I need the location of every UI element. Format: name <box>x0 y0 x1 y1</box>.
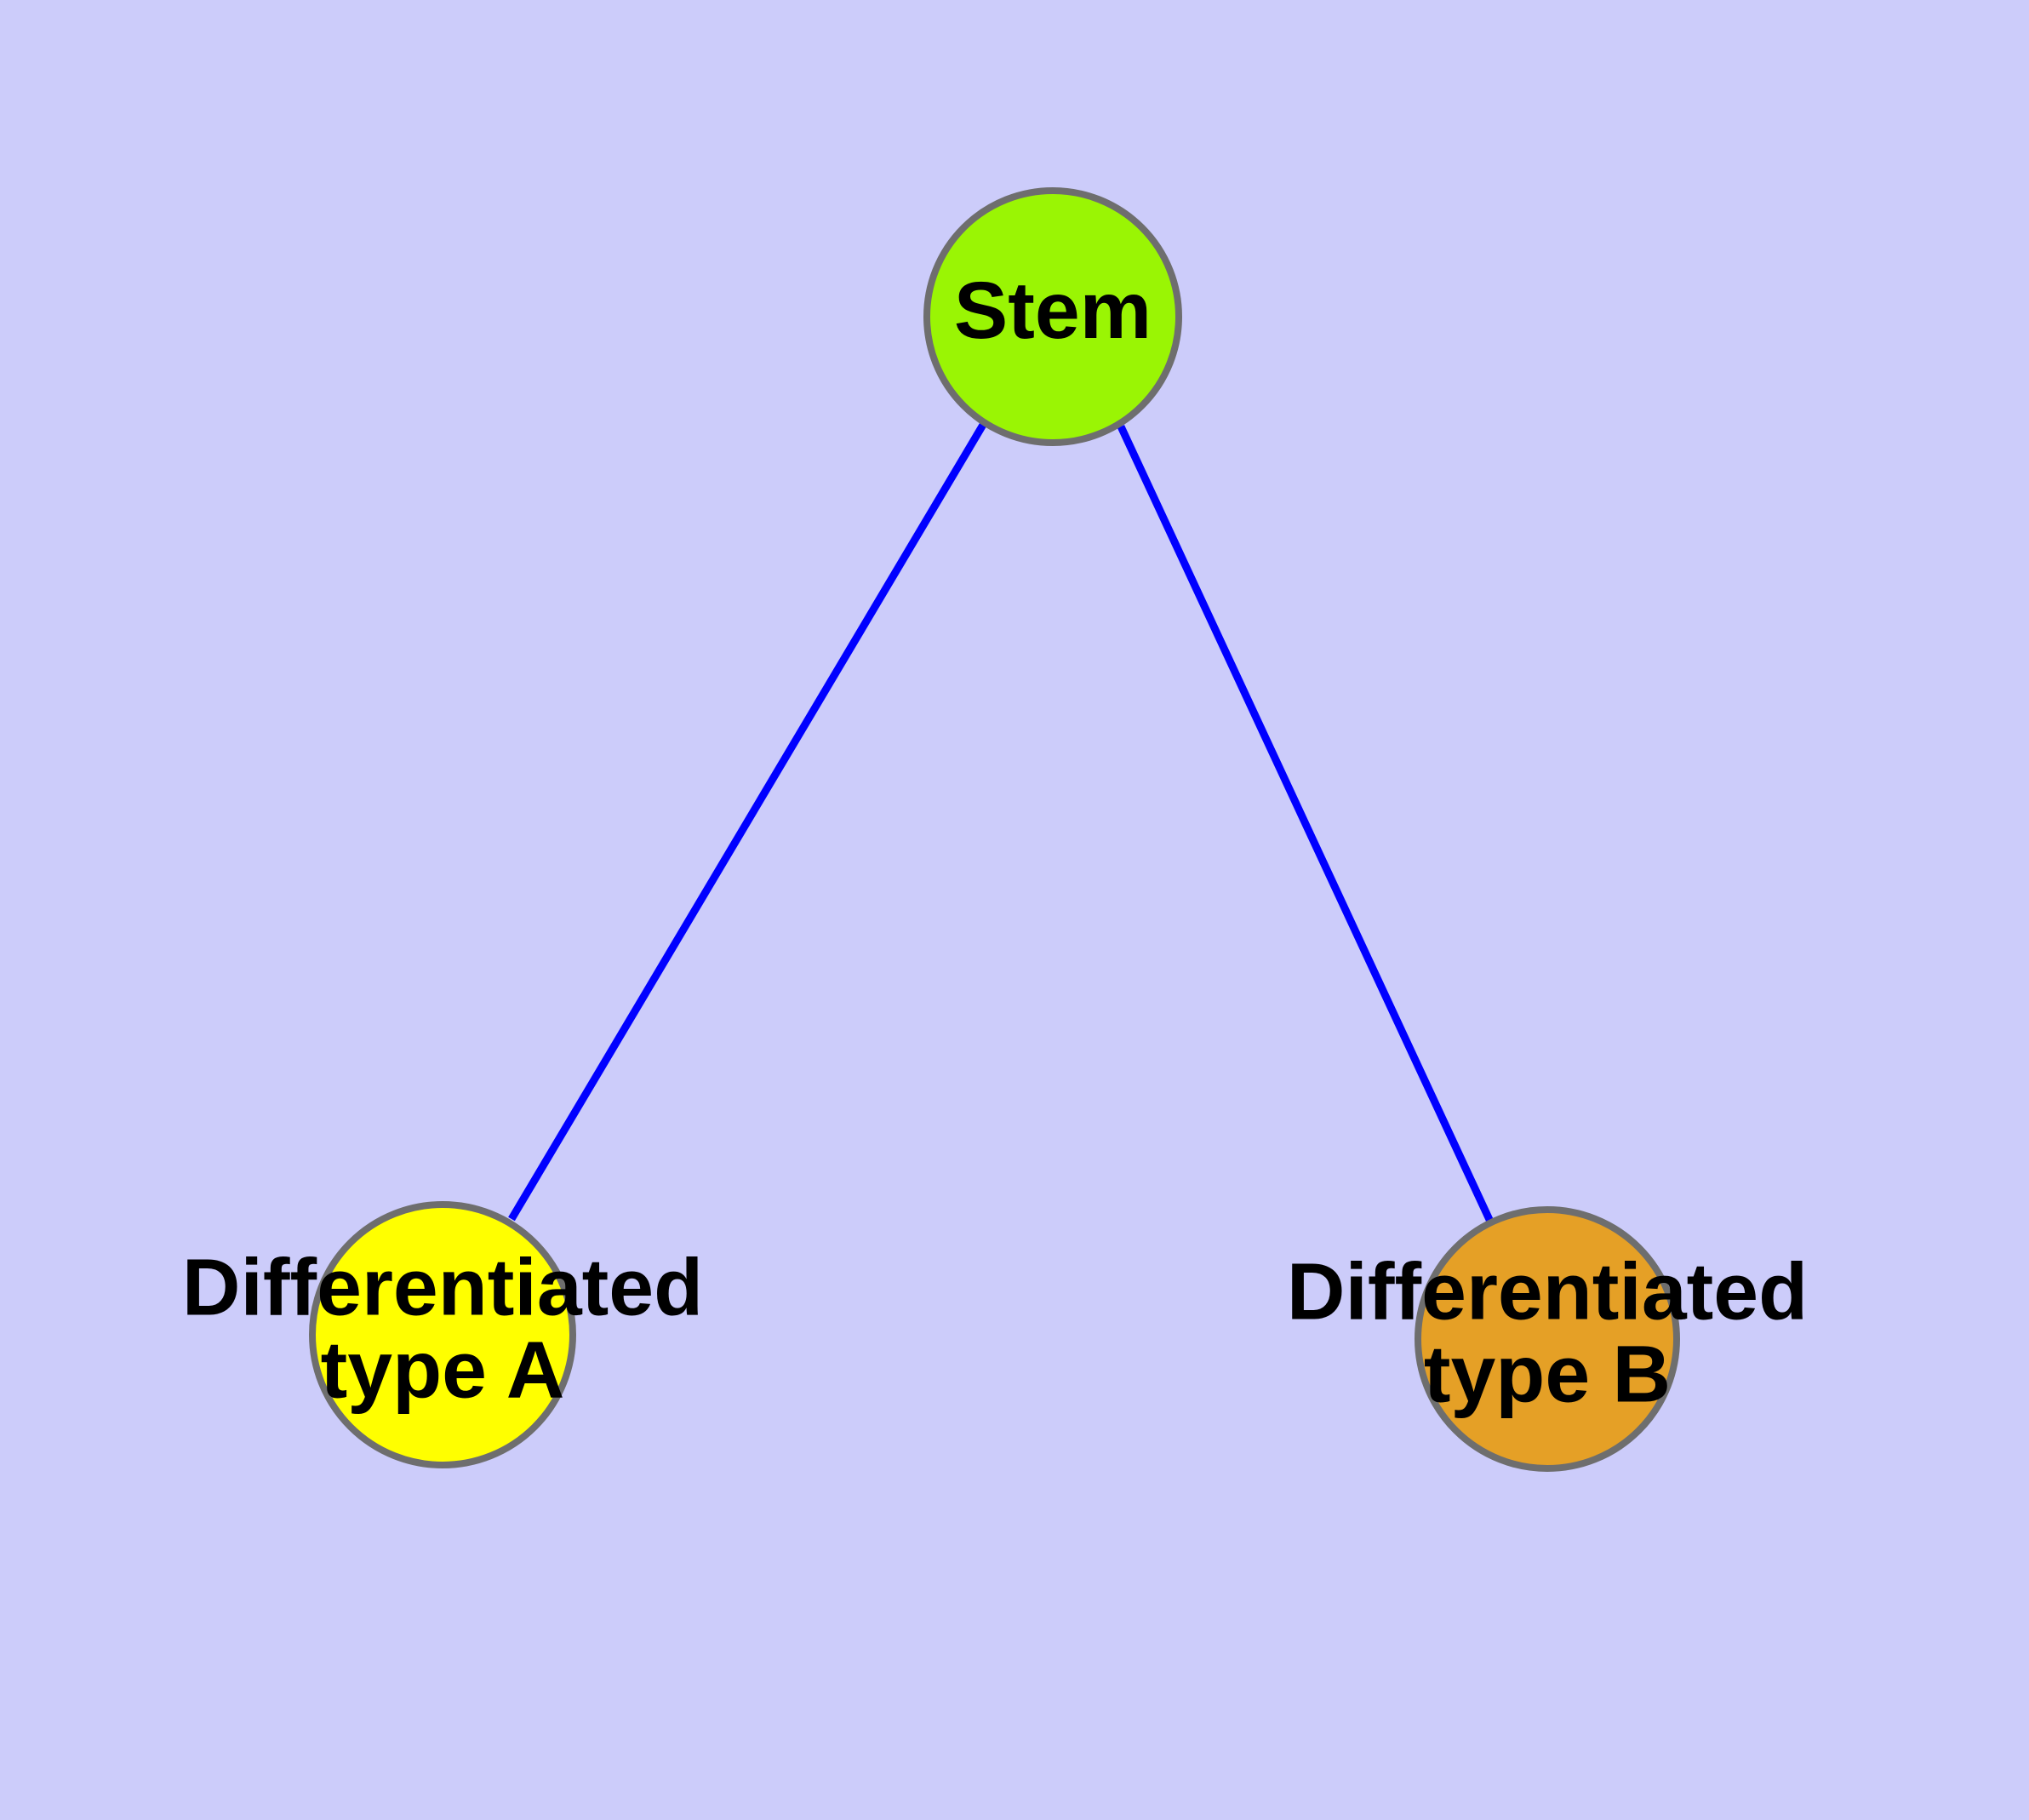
node-label-stem: Stem <box>954 266 1152 356</box>
node-stem[interactable] <box>923 187 1182 446</box>
edge-stem-to-differentiated-type-a[interactable] <box>508 422 986 1222</box>
node-differentiated-type-a[interactable] <box>309 1201 576 1468</box>
edges-group <box>508 422 1495 1225</box>
node-differentiated-type-b[interactable] <box>1415 1206 1680 1472</box>
node-label-line: Stem <box>954 266 1152 356</box>
node-label-line: type B <box>1424 1330 1671 1420</box>
node-label-line: type A <box>321 1325 565 1416</box>
node-label-line: Differentiated <box>182 1243 703 1333</box>
edge-stem-to-differentiated-type-b[interactable] <box>1117 425 1495 1225</box>
node-label-line: Differentiated <box>1287 1247 1808 1337</box>
nodes-group <box>309 187 1680 1472</box>
